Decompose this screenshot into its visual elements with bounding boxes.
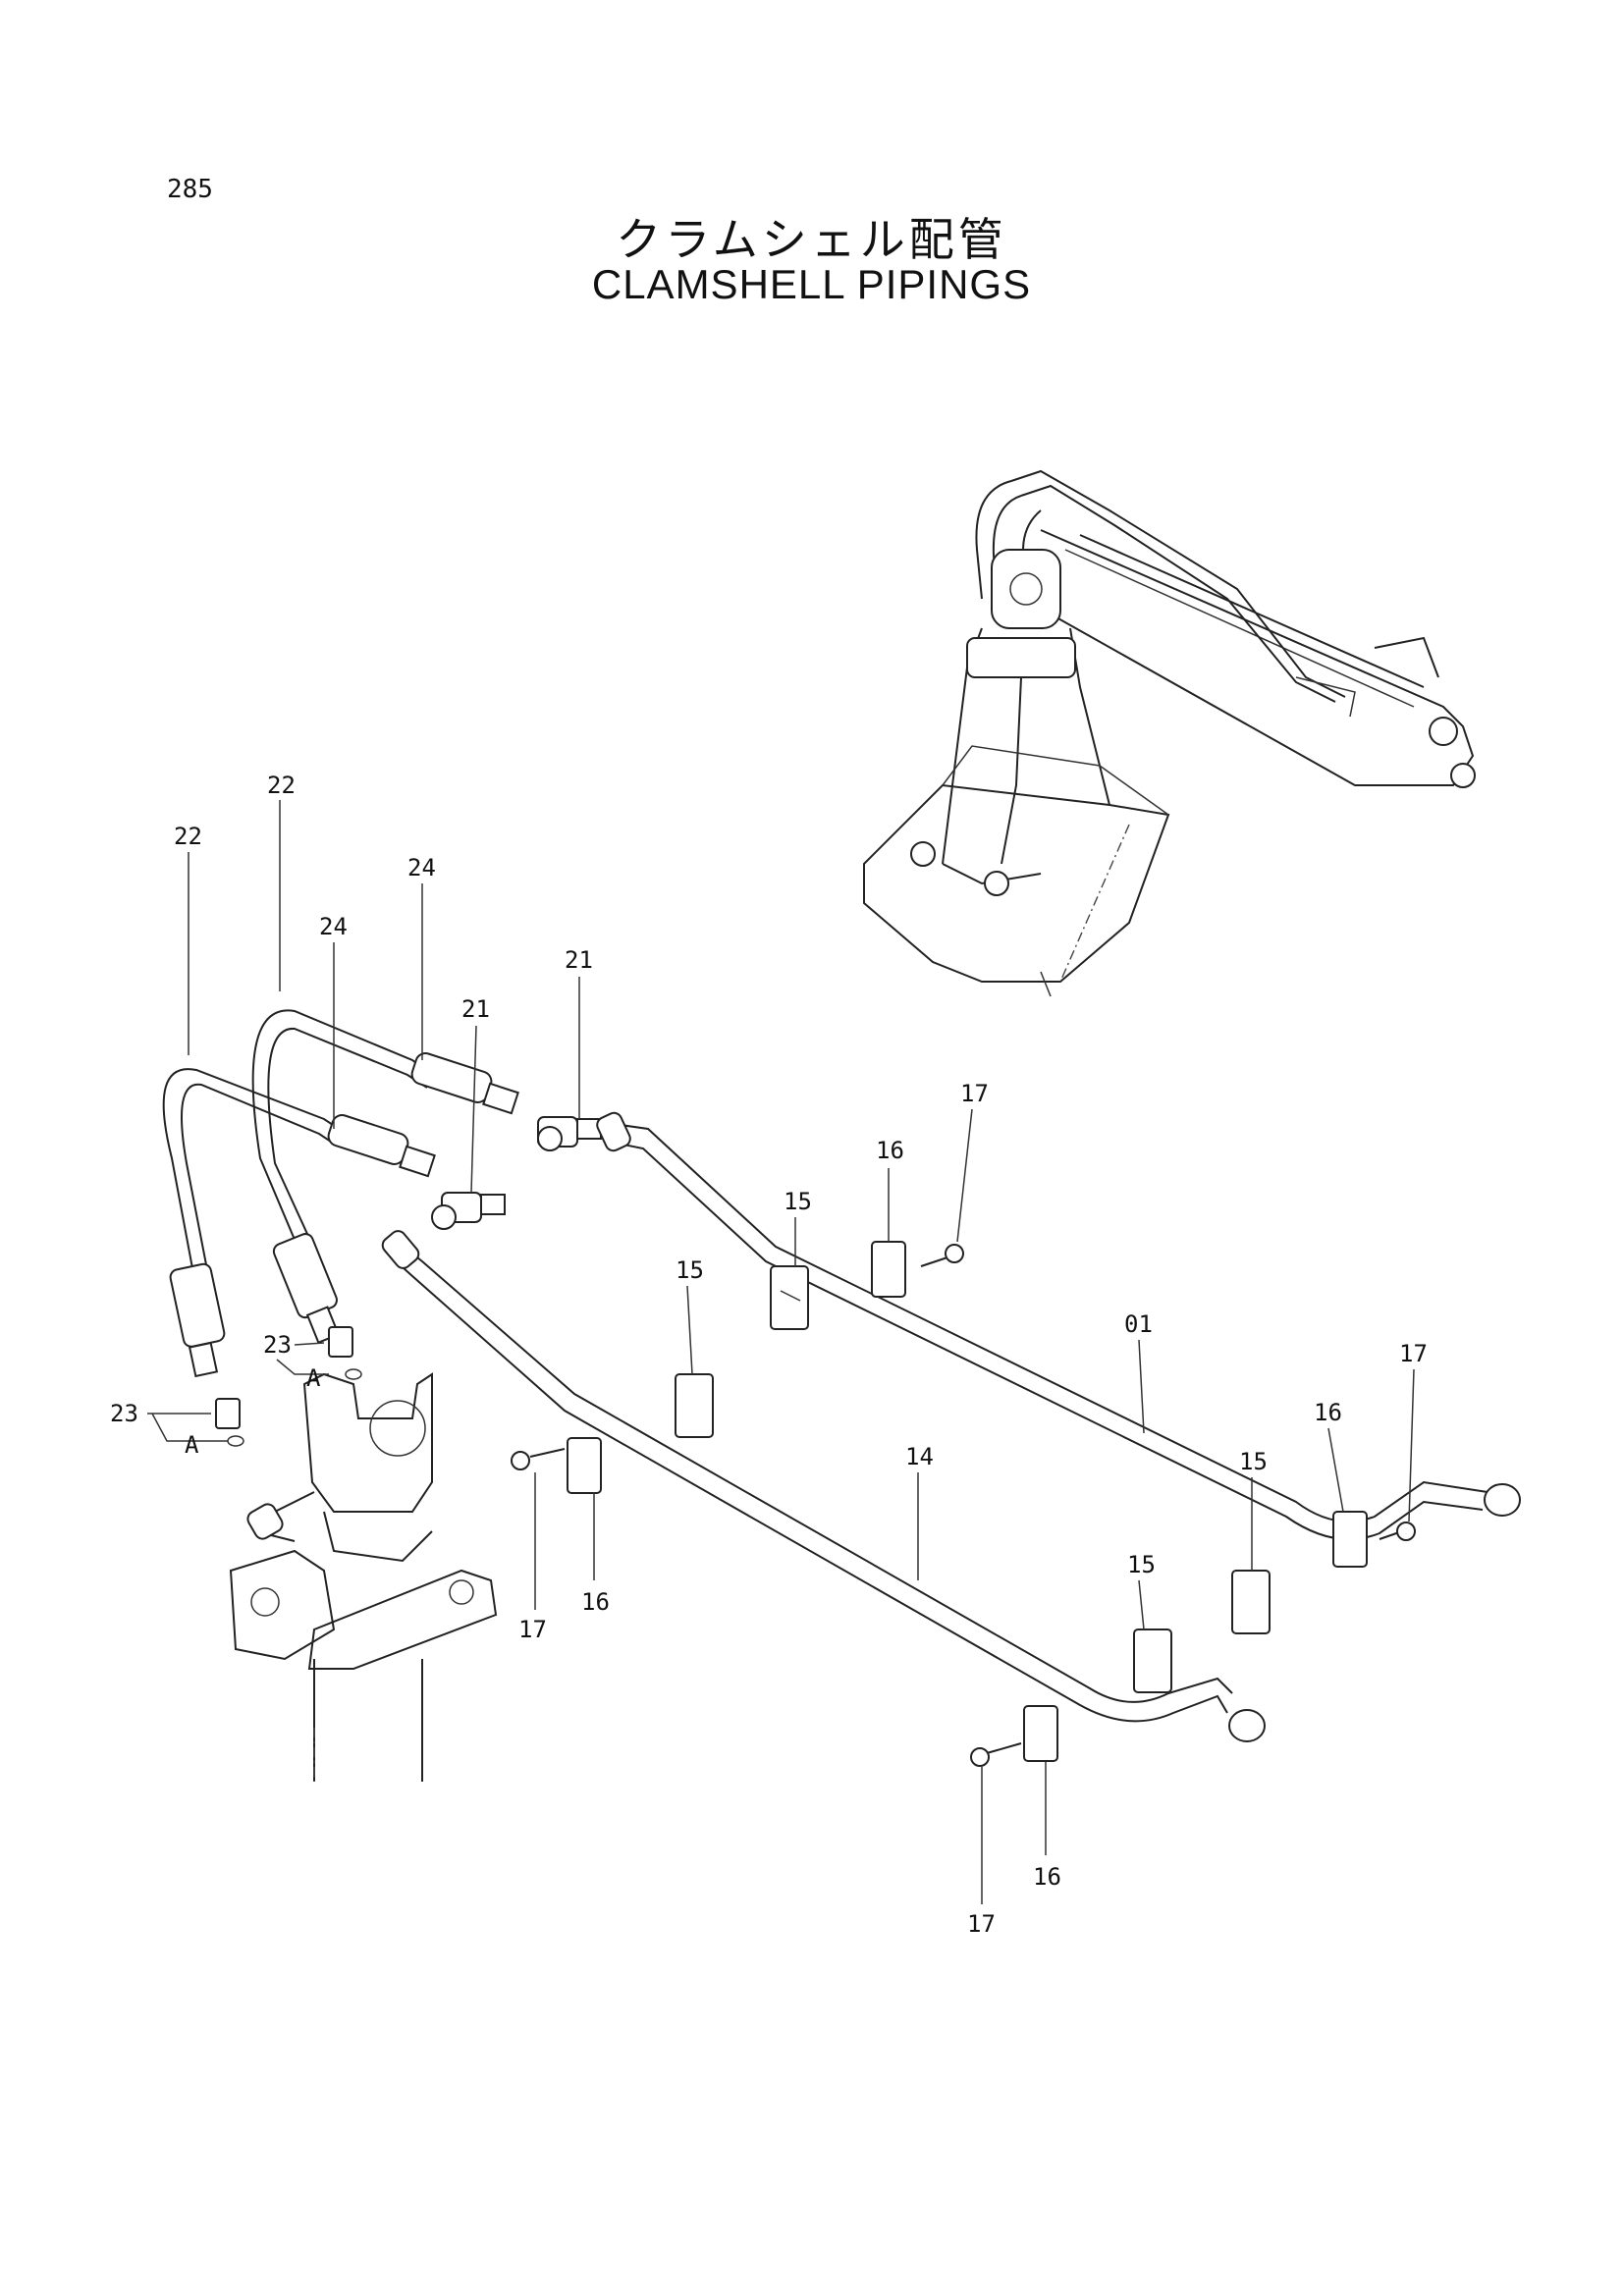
- callout-15-right: 15: [1239, 1448, 1268, 1475]
- steel-pipe-01: [596, 1111, 1521, 1541]
- callout-17-top: 17: [960, 1080, 989, 1107]
- fitting-24-upper: [410, 1052, 519, 1115]
- callout-17-bottom: 17: [967, 1910, 996, 1938]
- adapter-23-lower: [215, 1398, 244, 1447]
- callout-01: 01: [1124, 1310, 1153, 1338]
- holder-16-bottom: [1023, 1705, 1058, 1762]
- callout-17-left: 17: [518, 1616, 547, 1643]
- leader-lines: [147, 800, 1415, 1904]
- holder-16-left: [567, 1437, 602, 1494]
- callout-16-left: 16: [581, 1588, 610, 1616]
- hydraulic-hose-assembly: [162, 1009, 602, 1378]
- bolt-17-top: [920, 1244, 964, 1267]
- callout-23-lower: 23: [110, 1400, 138, 1427]
- callout-16-right: 16: [1314, 1399, 1342, 1426]
- callout-16-top: 16: [876, 1137, 904, 1164]
- bolt-17-right: [1379, 1522, 1416, 1541]
- callout-17-right: 17: [1399, 1340, 1428, 1367]
- callout-15-lower-right: 15: [1127, 1551, 1156, 1578]
- title-english: CLAMSHELL PIPINGS: [591, 261, 1032, 307]
- callout-15-middle: 15: [676, 1256, 704, 1284]
- fitting-24-lower: [327, 1114, 436, 1178]
- callout-22-lower: 22: [174, 823, 202, 850]
- callout-a-upper: A: [306, 1364, 321, 1392]
- callout-24-upper: 24: [407, 854, 436, 881]
- callout-21-upper: 21: [565, 946, 593, 974]
- callout-a-lower: A: [185, 1431, 199, 1459]
- holder-16-top: [871, 1241, 906, 1298]
- bolt-17-bottom: [970, 1742, 1022, 1767]
- title-japanese: クラムシェル配管: [616, 213, 1007, 266]
- clamp-15-upper-left: [770, 1265, 809, 1330]
- callout-21-lower: 21: [461, 995, 490, 1023]
- elbow-21-lower: [431, 1192, 506, 1230]
- clamp-15-middle-left: [675, 1373, 714, 1438]
- callout-16-bottom: 16: [1033, 1863, 1061, 1891]
- callout-15-upper: 15: [784, 1188, 812, 1215]
- callout-24-lower: 24: [319, 913, 348, 940]
- page-number: 285: [167, 175, 213, 204]
- hose-end-crimp-left: [169, 1262, 226, 1378]
- callout-labels: 22 22 24 24 21 21 17 16 15 15 01 17 16 1…: [110, 772, 1428, 1938]
- callout-22-upper: 22: [267, 772, 296, 799]
- elbow-21-upper: [537, 1116, 602, 1151]
- hose-end-crimp-right: [272, 1233, 341, 1344]
- callout-23-upper: 23: [263, 1331, 292, 1359]
- callout-14: 14: [905, 1443, 934, 1470]
- holder-16-right: [1332, 1511, 1368, 1568]
- clamshell-overview-illustration: [863, 469, 1476, 997]
- clamp-15-right-lower: [1133, 1629, 1172, 1693]
- clamp-15-right-upper: [1231, 1570, 1271, 1634]
- adapter-23-upper: [328, 1326, 362, 1380]
- cylinder-body: [229, 1372, 498, 1782]
- bolt-17-left: [511, 1448, 566, 1470]
- steel-pipe-14: [381, 1230, 1266, 1742]
